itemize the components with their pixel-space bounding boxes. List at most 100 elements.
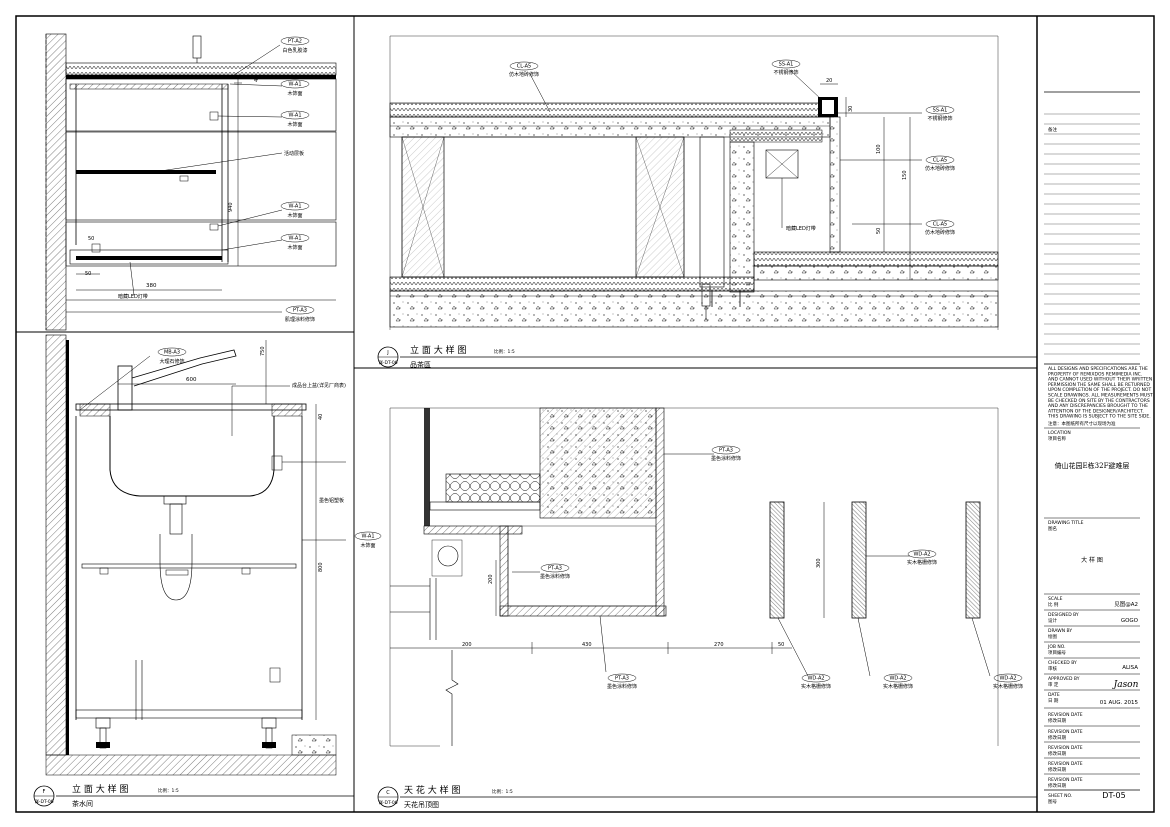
tag-pt-a3-c2: PT-A3 墨色涂料修饰	[540, 563, 570, 580]
tag-w-a1-1: W-A1 木饰面	[280, 79, 310, 97]
svg-text:修改日期: 修改日期	[1048, 782, 1066, 789]
svg-text:C: C	[386, 790, 390, 796]
tag-wd-a2-1: WD-A2 实木格栅修饰	[907, 549, 937, 566]
svg-text:墨色涂料修饰: 墨色涂料修饰	[540, 573, 570, 580]
svg-text:W-A1: W-A1	[288, 82, 301, 88]
svg-text:绘图: 绘图	[1048, 633, 1057, 640]
svg-text:CL-A5: CL-A5	[933, 158, 948, 164]
svg-text:WD-A2: WD-A2	[999, 676, 1016, 682]
detail-e-cabinet	[45, 33, 337, 331]
detail-f-heading: 立 面 大 样 图	[72, 783, 128, 795]
svg-text:CL-A5: CL-A5	[933, 222, 948, 228]
svg-text:修改日期: 修改日期	[1048, 750, 1066, 757]
detail-e-annotations: PT-A2 白色乳胶漆 W-A1 木饰面 W-A1 木饰面 活动层板 W-A1 …	[85, 36, 315, 323]
svg-text:DATE: DATE	[1048, 692, 1060, 698]
tag-wd-a2-2: WD-A2 实木格栅修饰	[801, 673, 831, 690]
svg-text:比例：1:5: 比例：1:5	[158, 787, 179, 794]
detail-c-ceiling	[389, 407, 999, 747]
disclaimer-line: BE CHECKED ON SITE BY THE CONTRACTORS	[1048, 398, 1150, 404]
svg-text:WD-A2: WD-A2	[807, 676, 824, 682]
svg-text:实木格栅修饰: 实木格栅修饰	[801, 683, 831, 690]
detail-j-section	[389, 35, 999, 330]
svg-text:比 例: 比 例	[1048, 601, 1059, 608]
tag-cl-a5-1: CL-A5 仿木地砖修饰	[509, 61, 539, 78]
dim-c-430: 430	[582, 642, 592, 648]
tag-ss-a1-1: SS-A1 不锈钢修饰	[771, 59, 801, 76]
dim-j-150: 150	[902, 170, 908, 180]
tag-w-a1-2: W-A1 木饰面	[280, 110, 310, 128]
disclaimer-text: ALL DESIGNS AND SPECIFICATIONS ARE THEPR…	[1047, 366, 1153, 420]
svg-text:PT-A3: PT-A3	[615, 676, 629, 682]
svg-text:比例：1:5: 比例：1:5	[494, 348, 515, 355]
shelf-label: 活动层板	[284, 150, 304, 157]
svg-text:SHEET NO.: SHEET NO.	[1048, 793, 1072, 799]
dim-c-300: 300	[816, 558, 822, 568]
svg-text:木饰面: 木饰面	[287, 121, 302, 128]
tag-pt-a3-c3: PT-A3 墨色涂料修饰	[607, 673, 637, 690]
dim-j-100: 100	[876, 144, 882, 154]
detail-j-annotations: CL-A5 仿木地砖修饰 SS-A1 不锈钢修饰 SS-A1 不锈钢修饰 CL-…	[509, 59, 955, 236]
sheet-frame	[15, 15, 1155, 813]
disclaimer-line: PERMISSION THE SAME SHALL BE RETURNED	[1048, 382, 1150, 388]
detail-c-annotations: PT-A3 墨色涂料修饰 PT-A3 墨色涂料修饰 PT-A3 墨色涂料修饰 W…	[462, 445, 1023, 690]
dim-e-50: 50	[85, 271, 91, 277]
svg-text:木饰面: 木饰面	[287, 244, 302, 251]
svg-text:大理石修饰: 大理石修饰	[159, 358, 184, 365]
detail-f-sink	[45, 334, 346, 776]
detail-j-heading: 立 面 大 样 图	[410, 344, 466, 356]
svg-text:DRAWN BY: DRAWN BY	[1048, 628, 1072, 634]
tag-wd-a2-4: WD-A2 实木格栅修饰	[993, 673, 1023, 690]
dim-e-380: 380	[146, 283, 157, 289]
svg-text:图号: 图号	[1048, 799, 1057, 805]
disclaimer-line: ATTENTION OF THE DESIGNER/ARCHITECT.	[1048, 408, 1144, 414]
svg-text:APPROVED BY: APPROVED BY	[1048, 676, 1080, 682]
svg-text:审核: 审核	[1048, 665, 1057, 672]
tag-wd-a2-3: WD-A2 实木格栅修饰	[883, 673, 913, 690]
dim-j-20: 20	[826, 78, 832, 84]
tag-pt-a3-c1: PT-A3 墨色涂料修饰	[711, 445, 741, 462]
svg-text:PT-A3: PT-A3	[548, 566, 562, 572]
ceiling-slab	[65, 62, 337, 76]
sink-note: 成品台上盆(详见厂商表)	[292, 382, 346, 389]
designed-value: GOGO	[1121, 618, 1139, 624]
dim-c-200a: 200	[462, 642, 472, 648]
svg-text:修改日期: 修改日期	[1048, 717, 1066, 724]
svg-text:实木格栅修饰: 实木格栅修饰	[907, 559, 937, 566]
tag-pt-a3: PT-A3 肌理涂料修饰	[285, 305, 315, 323]
svg-text:仿木地砖修饰: 仿木地砖修饰	[925, 229, 955, 236]
svg-text:W-A1: W-A1	[288, 113, 301, 119]
svg-text:详-DT-06: 详-DT-06	[378, 799, 397, 806]
svg-text:注意：本图纸所有尺寸以现场为准: 注意：本图纸所有尺寸以现场为准	[1048, 420, 1116, 427]
tag-w-a1-3: W-A1 木饰面	[280, 201, 310, 219]
disclaimer-line: THIS DRAWING IS SUBJECT TO THE SITE SIDE…	[1047, 414, 1151, 420]
svg-text:SS-A1: SS-A1	[779, 62, 794, 68]
scale-value: 见图@A2	[1114, 600, 1138, 608]
svg-text:不锈钢修饰: 不锈钢修饰	[927, 115, 952, 122]
disclaimer-line: UPON COMPLETION OF THE PROJECT. DO NOT	[1048, 387, 1151, 393]
detail-f-annotations: MB-A3 大理石修饰 成品台上盆(详见厂商表) 墨色铝塑板 W-A1 木饰面 …	[157, 346, 382, 572]
led-label-e: 暗藏LED灯带	[118, 293, 148, 300]
svg-text:PT-A3: PT-A3	[719, 448, 733, 454]
svg-text:PT-A3: PT-A3	[293, 308, 307, 314]
svg-text:肌理涂料修饰: 肌理涂料修饰	[285, 316, 315, 323]
remarks-lines	[1044, 91, 1140, 355]
dim-e-940: 940	[228, 202, 234, 212]
svg-text:WD-A2: WD-A2	[889, 676, 906, 682]
svg-text:审 定: 审 定	[1048, 681, 1059, 688]
svg-text:JOB NO.: JOB NO.	[1047, 644, 1066, 650]
detail-j-title: J 详-DT-06 立 面 大 样 图 比例：1:5 品茶區	[377, 344, 1037, 369]
svg-text:品茶區: 品茶區	[410, 360, 431, 369]
revision-rows: REVISION DATE 修改日期 REVISION DATE 修改日期 RE…	[1044, 712, 1140, 789]
svg-text:木饰面: 木饰面	[360, 542, 375, 549]
svg-text:W-A1: W-A1	[361, 534, 374, 540]
svg-text:详-DT-06: 详-DT-06	[378, 359, 397, 366]
svg-text:REVISION DATE: REVISION DATE	[1048, 729, 1083, 735]
svg-text:墨色涂料修饰: 墨色涂料修饰	[607, 683, 637, 690]
svg-text:天花吊顶图: 天花吊顶图	[404, 800, 439, 809]
disclaimer-line: PROPERTY OF REMIXDOS REMIMEDIA INC.	[1048, 371, 1142, 377]
led-label-j: 暗藏LED灯带	[786, 225, 816, 232]
svg-text:仿木地砖修饰: 仿木地砖修饰	[509, 71, 539, 78]
dim-c-270: 270	[714, 642, 724, 648]
tag-w-a1-f: W-A1 木饰面	[354, 531, 382, 549]
